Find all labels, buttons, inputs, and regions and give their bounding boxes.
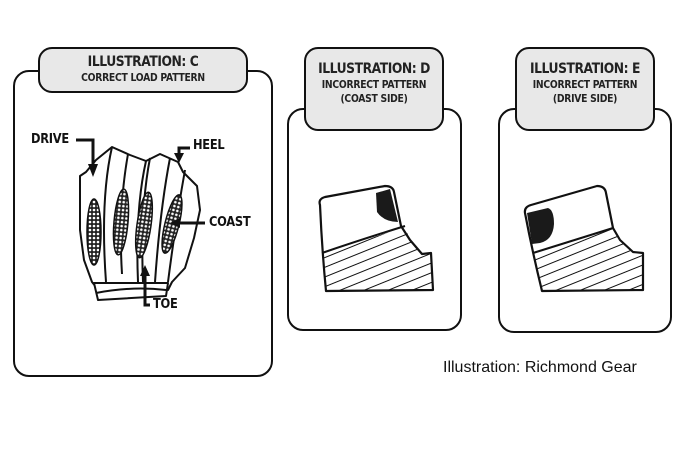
coast-arrow-icon <box>170 218 180 228</box>
image-credit: Illustration: Richmond Gear <box>443 359 637 376</box>
label-toe: TOE <box>153 297 178 312</box>
panel-c-subtitle: CORRECT LOAD PATTERN <box>81 72 205 84</box>
tooth-hatched-area <box>533 228 643 291</box>
panel-e-subtitle-line2: (DRIVE SIDE) <box>552 93 618 105</box>
tooth-hatched-area <box>322 226 433 291</box>
panel-d-subtitle-line1: INCORRECT PATTERN <box>321 79 427 91</box>
tooth-outline <box>523 184 645 293</box>
drive-arrow-icon <box>88 164 98 177</box>
panel-c-title: ILLUSTRATION: C <box>87 54 199 70</box>
contact-patch-drive <box>527 208 554 244</box>
panel-d-header: ILLUSTRATION: D INCORRECT PATTERN (COAST… <box>304 47 444 131</box>
panel-e-header: ILLUSTRATION: E INCORRECT PATTERN (DRIVE… <box>515 47 655 131</box>
label-heel: HEEL <box>193 138 225 153</box>
label-coast: COAST <box>209 215 251 230</box>
panel-illustration-d <box>287 108 462 331</box>
contact-patch-coast <box>376 189 398 222</box>
panel-d-subtitle-line2: (COAST SIDE) <box>340 93 408 105</box>
heel-arrow-icon <box>174 153 184 163</box>
contact-patches <box>86 188 183 266</box>
label-drive: DRIVE <box>31 132 69 147</box>
panel-e-subtitle-line1: INCORRECT PATTERN <box>532 79 638 91</box>
panel-d-title: ILLUSTRATION: D <box>318 61 430 77</box>
panel-e-title: ILLUSTRATION: E <box>530 61 640 77</box>
arrow-heads <box>88 153 184 276</box>
toe-arrow-icon <box>140 265 150 276</box>
panel-c-header: ILLUSTRATION: C CORRECT LOAD PATTERN <box>38 47 248 93</box>
